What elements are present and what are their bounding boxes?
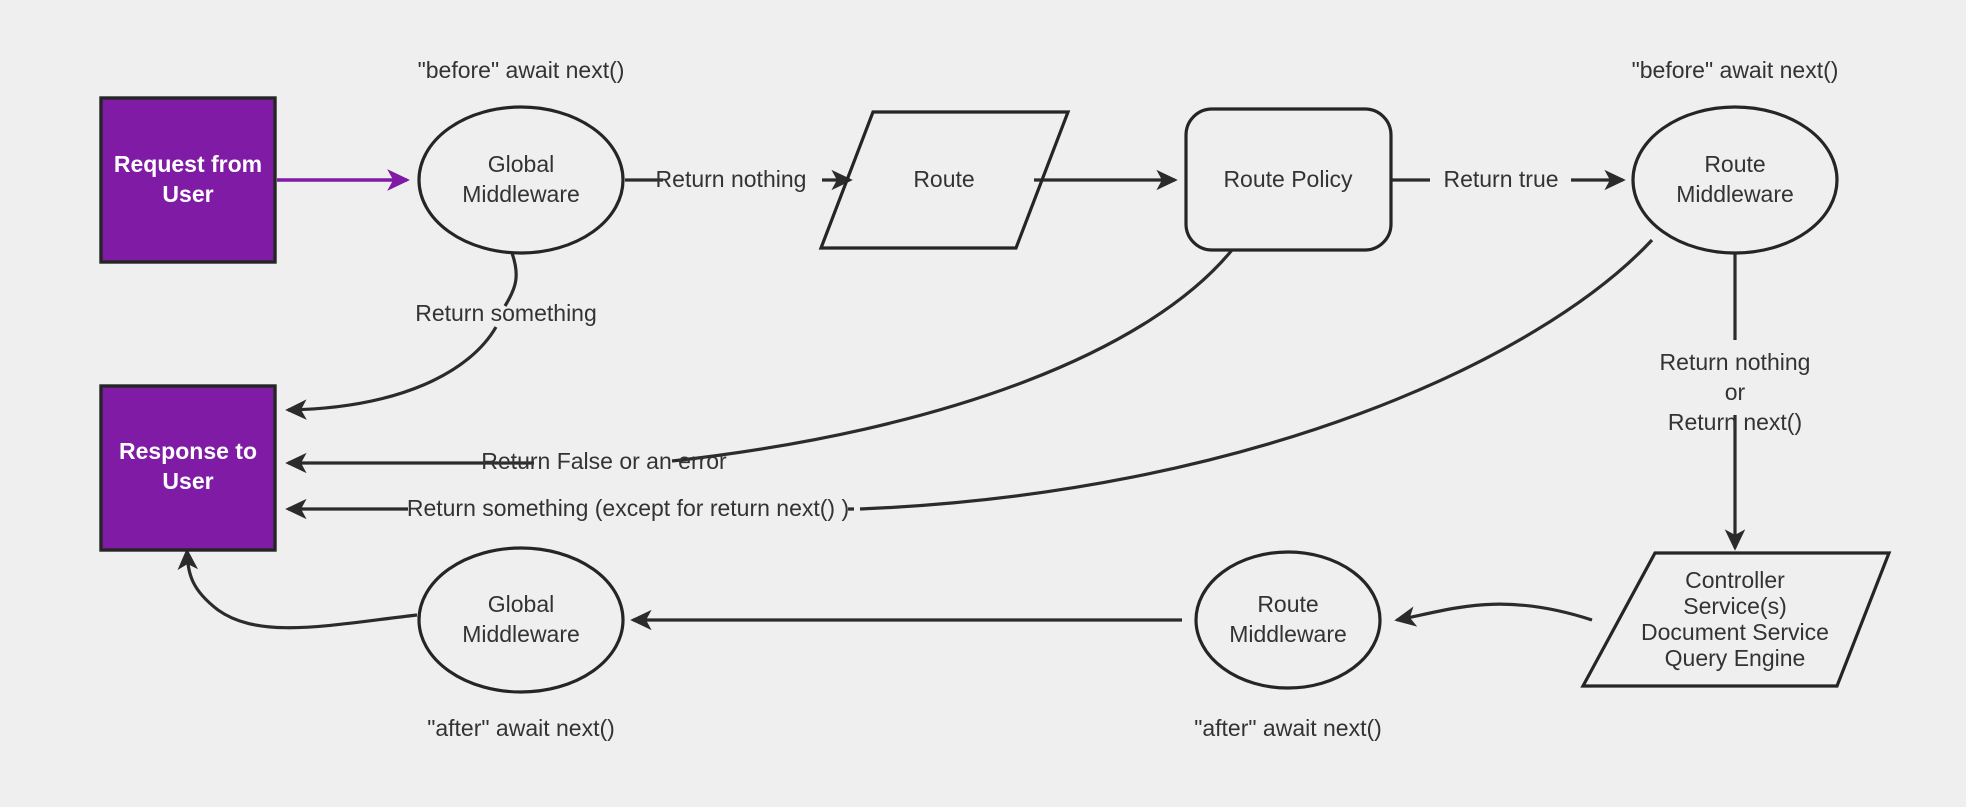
edge-route-policy-to-route-middleware: Return true xyxy=(1392,166,1626,192)
edge-route-middleware-to-controller: Return nothing or Return next() xyxy=(1660,253,1811,551)
annotation-after-route-middleware: "after" await next() xyxy=(1194,715,1382,741)
response-to-user-label-line2: User xyxy=(162,468,213,494)
route-middleware-before-label-line2: Middleware xyxy=(1676,181,1794,207)
route-middleware-before-label-line1: Route xyxy=(1704,151,1765,177)
controller-label-line4: Query Engine xyxy=(1665,645,1806,671)
annotation-after-global-middleware: "after" await next() xyxy=(427,715,615,741)
node-global-middleware-before[interactable]: Global Middleware xyxy=(417,105,625,255)
node-route-policy[interactable]: Route Policy xyxy=(1184,107,1393,252)
controller-label-line2: Service(s) xyxy=(1683,593,1787,619)
edge-label-background xyxy=(408,495,848,524)
edge-controller-to-route-middleware-after xyxy=(1394,602,1593,627)
edge-label-return-something: Return something xyxy=(415,300,597,326)
node-global-middleware-after[interactable]: Global Middleware "after" await next() xyxy=(417,546,625,741)
edge-label-return-false-or-error: Return False or an error xyxy=(481,448,727,474)
node-controller-services[interactable]: Controller Service(s) Document Service Q… xyxy=(1580,551,1892,688)
global-middleware-before-label-line2: Middleware xyxy=(462,181,580,207)
edge-route-middleware-return-something-except: Return something (except for return next… xyxy=(285,238,1654,524)
global-middleware-after-ellipse[interactable] xyxy=(417,546,625,694)
edge-label-return-nothing-line1: Return nothing xyxy=(1660,349,1811,375)
global-middleware-after-label-line1: Global xyxy=(488,591,554,617)
controller-parallelogram[interactable] xyxy=(1580,551,1892,688)
route-label: Route xyxy=(913,166,974,192)
edge-global-middleware-to-route: Return nothing xyxy=(625,166,853,192)
edge-route-policy-return-false: Return False or an error xyxy=(285,248,1234,474)
request-from-user-label-line1: Request from xyxy=(114,151,262,177)
node-route-middleware-after[interactable]: Route Middleware "after" await next() xyxy=(1194,550,1382,741)
response-to-user-box[interactable] xyxy=(99,384,277,552)
global-middleware-before-label-line1: Global xyxy=(488,151,554,177)
edge-global-middleware-after-to-response xyxy=(177,548,418,630)
controller-label-line1: Controller xyxy=(1685,567,1785,593)
node-route[interactable]: Route xyxy=(818,110,1071,250)
annotation-before-route-middleware: "before" await next() xyxy=(1632,57,1839,83)
global-middleware-after-label-line2: Middleware xyxy=(462,621,580,647)
edge-label-or: or xyxy=(1725,379,1746,405)
route-middleware-after-label-line2: Middleware xyxy=(1229,621,1347,647)
route-middleware-before-ellipse[interactable] xyxy=(1631,105,1839,255)
route-middleware-after-label-line1: Route xyxy=(1257,591,1318,617)
global-middleware-before-ellipse[interactable] xyxy=(417,105,625,255)
annotation-before-global-middleware: "before" await next() xyxy=(418,57,625,83)
response-to-user-label-line1: Response to xyxy=(119,438,257,464)
edge-label-return-true: Return true xyxy=(1443,166,1558,192)
edge-label-return-something-except-next: Return something (except for return next… xyxy=(407,495,849,521)
controller-label-line3: Document Service xyxy=(1641,619,1829,645)
request-from-user-label-line2: User xyxy=(162,181,213,207)
route-middleware-after-ellipse[interactable] xyxy=(1194,550,1382,690)
route-policy-box[interactable] xyxy=(1184,107,1393,252)
edge-label-return-next: Return next() xyxy=(1668,409,1802,435)
edge-global-middleware-return-something: Return something xyxy=(285,252,597,420)
route-policy-label: Route Policy xyxy=(1223,166,1353,192)
node-route-middleware-before[interactable]: Route Middleware xyxy=(1631,105,1839,255)
route-parallelogram[interactable] xyxy=(818,110,1071,250)
node-request-from-user[interactable]: Request from User xyxy=(99,96,277,264)
edge-label-return-nothing: Return nothing xyxy=(656,166,807,192)
request-from-user-box[interactable] xyxy=(99,96,277,264)
node-response-to-user[interactable]: Response to User xyxy=(99,384,277,552)
